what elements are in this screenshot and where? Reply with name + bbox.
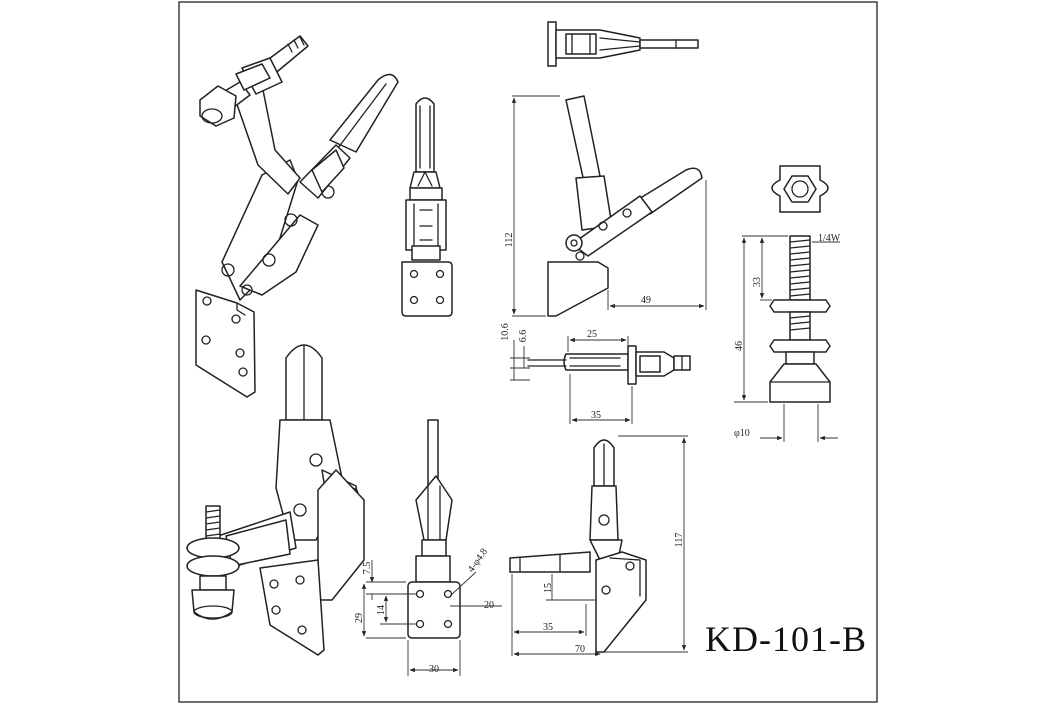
dim-spindle-46: 46	[734, 341, 745, 351]
dim-base-holes: 4-φ4.8	[466, 547, 490, 575]
dim-side-35: 35	[543, 622, 553, 633]
dim-plan-35: 35	[591, 410, 601, 421]
side-view-closed	[509, 435, 688, 657]
dim-spindle-33: 33	[752, 277, 763, 287]
isometric-view-bottom	[186, 344, 365, 656]
dim-side-height: 117	[674, 533, 685, 548]
dim-spindle-dia: φ10	[734, 428, 750, 439]
dim-side-15: 15	[543, 583, 554, 593]
front-view-top	[401, 97, 453, 317]
dim-side-70: 70	[575, 644, 585, 655]
dim-base-7-5: 7.5	[362, 562, 373, 575]
dim-top-side-width: 49	[641, 295, 651, 306]
drawing-frame	[178, 1, 878, 703]
dim-base-20: 20	[484, 600, 494, 611]
dim-base-14: 14	[376, 605, 387, 615]
plan-view-top	[547, 21, 699, 67]
dim-top-side-height: 112	[504, 233, 515, 248]
dim-base-29: 29	[354, 613, 365, 623]
dim-plan-10-6: 10.6	[500, 323, 511, 341]
plan-view-closed	[510, 336, 691, 424]
dim-spindle-thread: 1/4W	[818, 233, 841, 244]
model-number: KD-101-B	[705, 619, 867, 659]
dim-plan-25: 25	[587, 329, 597, 340]
dim-plan-6-6: 6.6	[518, 330, 529, 343]
dim-base-30: 30	[429, 664, 439, 675]
side-view-open	[511, 95, 707, 317]
base-front-view	[361, 419, 502, 676]
isometric-view-top	[195, 35, 399, 398]
spindle-detail	[734, 165, 840, 442]
